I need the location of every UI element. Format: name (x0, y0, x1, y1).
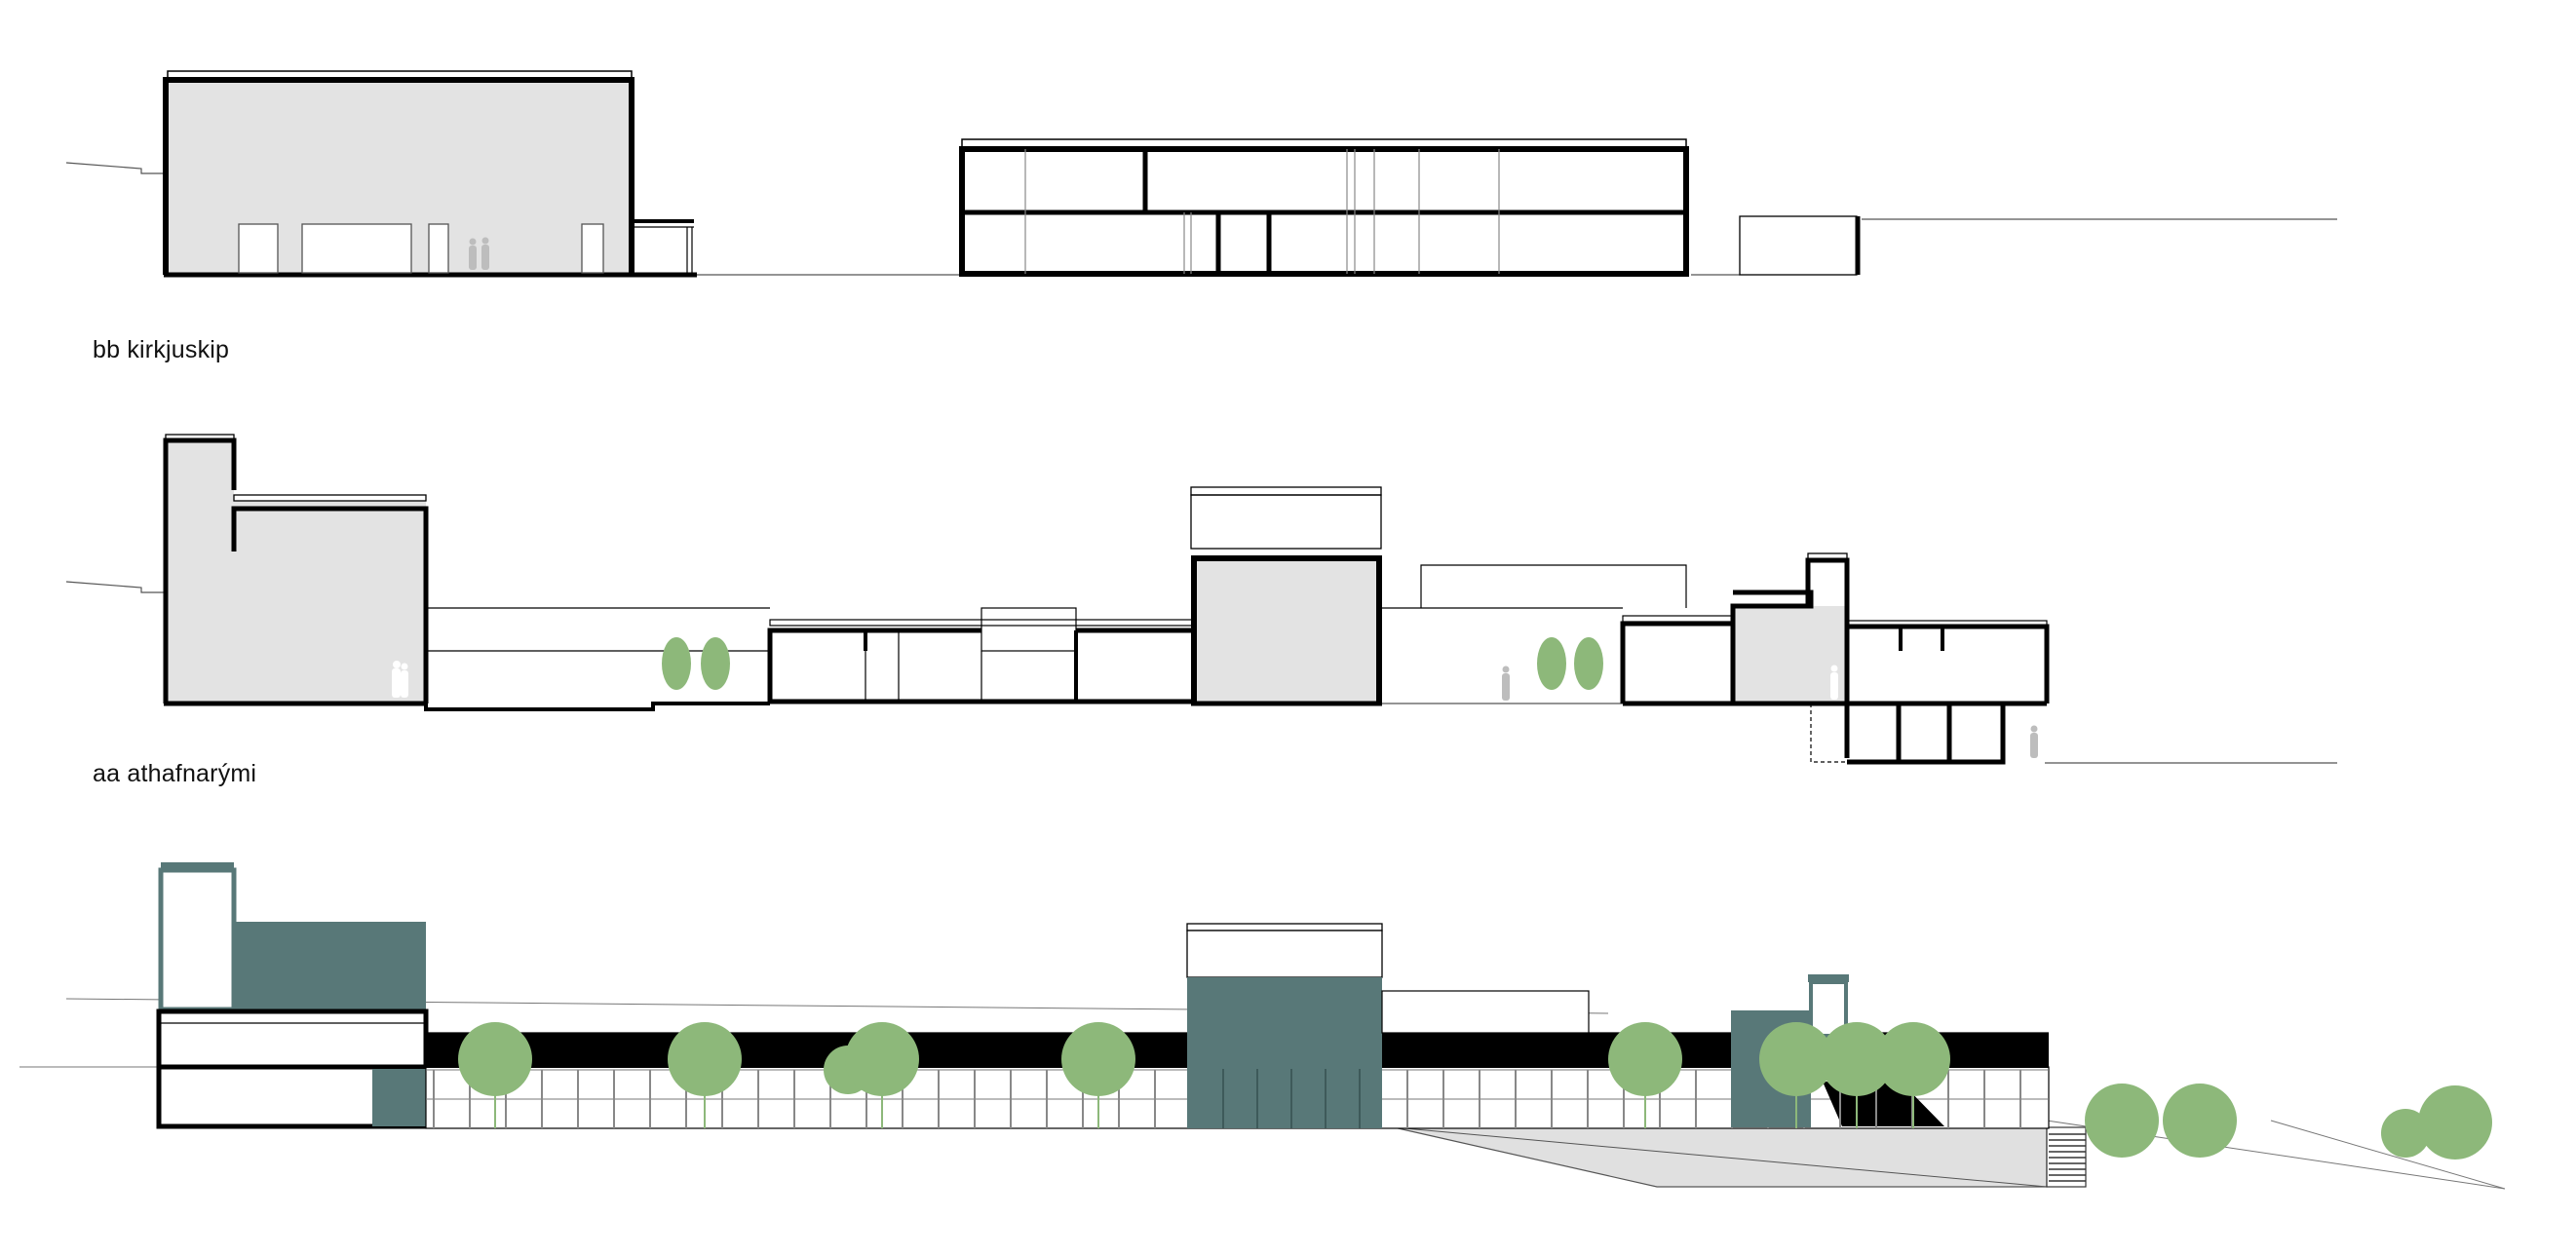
tree (1061, 1022, 1135, 1096)
people-figures (469, 237, 489, 270)
nave-doors (238, 223, 604, 274)
tree (1820, 1022, 1894, 1096)
tree (2085, 1084, 2159, 1158)
open-courtyard (1379, 564, 1687, 701)
two-storey-block (959, 138, 1689, 277)
tree-trunks (494, 1091, 1914, 1128)
tree (845, 1022, 919, 1096)
central-hall-elevation (1186, 923, 1590, 1128)
church-tower-section (163, 434, 429, 706)
ground-line (65, 162, 2337, 276)
south-elevation (19, 862, 2506, 1190)
ground-line (65, 581, 2337, 764)
courtyard-corridor (424, 607, 770, 711)
bell-tower (158, 862, 426, 1012)
trees (458, 1022, 2492, 1160)
west-wing (156, 1008, 429, 1129)
tree (1876, 1022, 1950, 1096)
person-figure (1502, 666, 1510, 701)
section-bb (65, 70, 2337, 278)
tree (1608, 1022, 1682, 1096)
entrance-canopy (632, 219, 694, 275)
tree (662, 637, 691, 690)
church-nave (163, 70, 697, 278)
tree (668, 1022, 742, 1096)
tree (1537, 637, 1566, 690)
tree (1759, 1022, 1833, 1096)
east-wing-section (1620, 552, 2050, 765)
people-figures (392, 661, 408, 698)
exterior-stairs (2046, 1126, 2087, 1188)
tree (2163, 1084, 2237, 1158)
tree (2381, 1109, 2430, 1158)
section-label-aa: aa athafnarými (93, 760, 257, 787)
section-label-bb: bb kirkjuskip (93, 336, 230, 363)
tree (458, 1022, 532, 1096)
tree (1574, 637, 1603, 690)
tree (701, 637, 730, 690)
central-hall (1190, 486, 1382, 706)
small-annex (1739, 215, 1861, 276)
person-figure (1830, 665, 1838, 700)
tree (2418, 1085, 2492, 1160)
person-figure (2030, 725, 2038, 758)
rooms-block (767, 607, 1195, 704)
section-aa (65, 434, 2337, 765)
